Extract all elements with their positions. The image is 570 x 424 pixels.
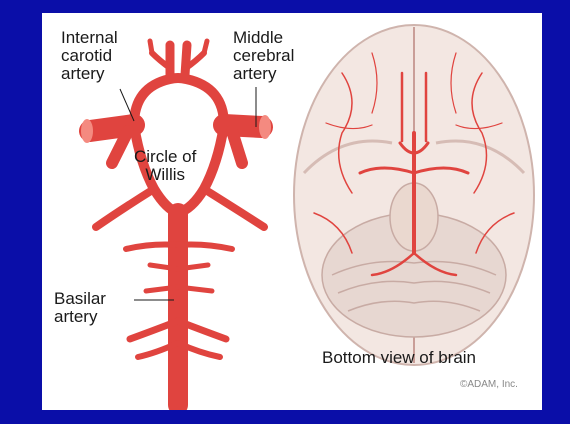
cut-end — [259, 115, 271, 139]
circle-of-willis-diagram — [90, 41, 264, 405]
copyright-text: ©ADAM, Inc. — [460, 379, 518, 390]
internal-carotid-label: Internal carotid artery — [61, 29, 118, 83]
circle-of-willis-label: Circle of Willis — [134, 148, 196, 184]
illustration-panel: Internal carotid artery Middle cerebral … — [42, 13, 542, 410]
bottom-view-label: Bottom view of brain — [322, 349, 476, 367]
basilar-label: Basilar artery — [54, 290, 106, 326]
cut-end — [81, 119, 93, 143]
middle-cerebral-label: Middle cerebral artery — [233, 29, 294, 83]
brain-bottom-view — [294, 25, 534, 365]
